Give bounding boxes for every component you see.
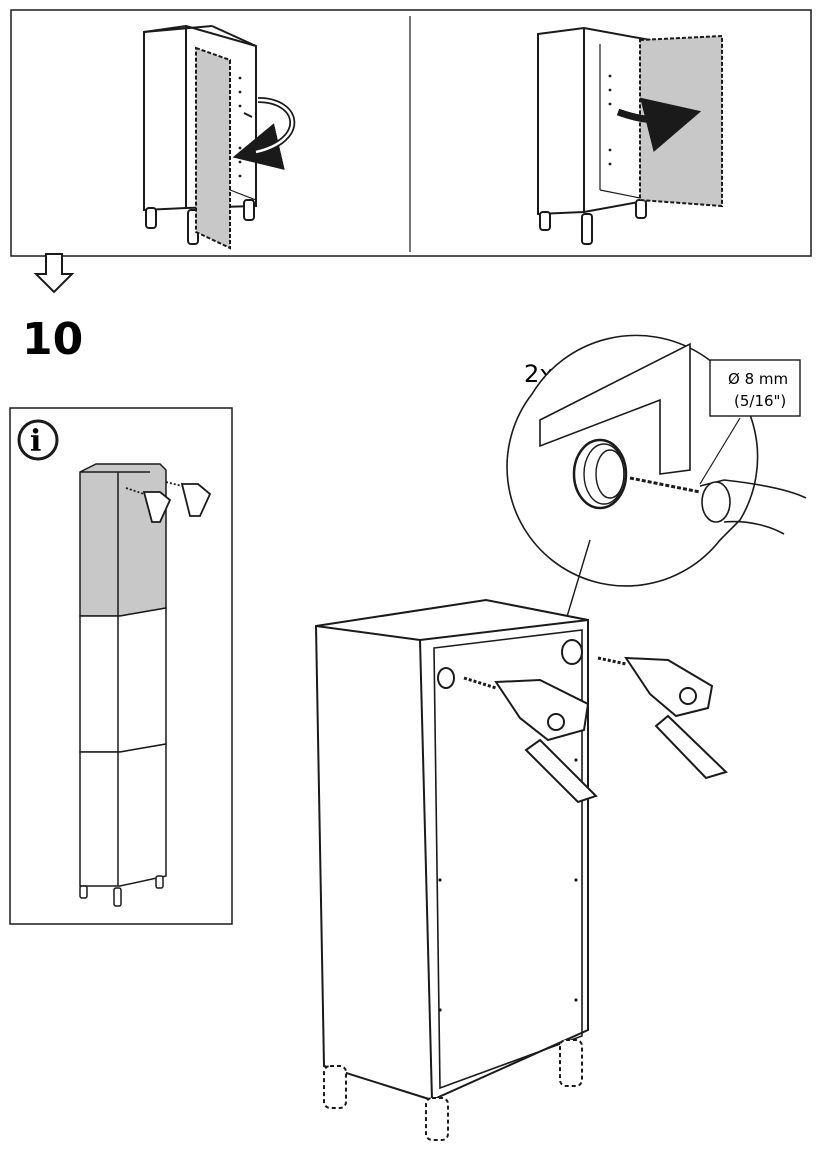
drill-bit-imperial: (5/16") — [734, 392, 786, 410]
info-panel: i — [9, 407, 233, 925]
cabinet-door-close-illustration — [143, 24, 257, 250]
cabinet-panel-open-illustration — [537, 26, 723, 245]
info-icon — [17, 419, 59, 461]
arrow-down-icon — [33, 253, 75, 294]
right-arrow-icon — [616, 97, 702, 152]
drill-bit-metric: Ø 8 mm — [728, 370, 788, 388]
drill-bit-callout: Ø 8 mm (5/16") — [699, 359, 801, 485]
top-step-panel — [10, 9, 812, 257]
main-cabinet-illustration — [314, 598, 589, 1141]
info-icon-label: i — [30, 424, 41, 459]
stacked-cabinets-illustration — [79, 463, 167, 907]
drill-icon — [125, 481, 212, 523]
drill-icon — [463, 656, 728, 804]
step-number: 10 — [22, 314, 83, 365]
magnifier-pointer — [565, 539, 591, 621]
curved-arrow-icon — [232, 97, 296, 170]
detail-magnifier — [506, 334, 807, 587]
